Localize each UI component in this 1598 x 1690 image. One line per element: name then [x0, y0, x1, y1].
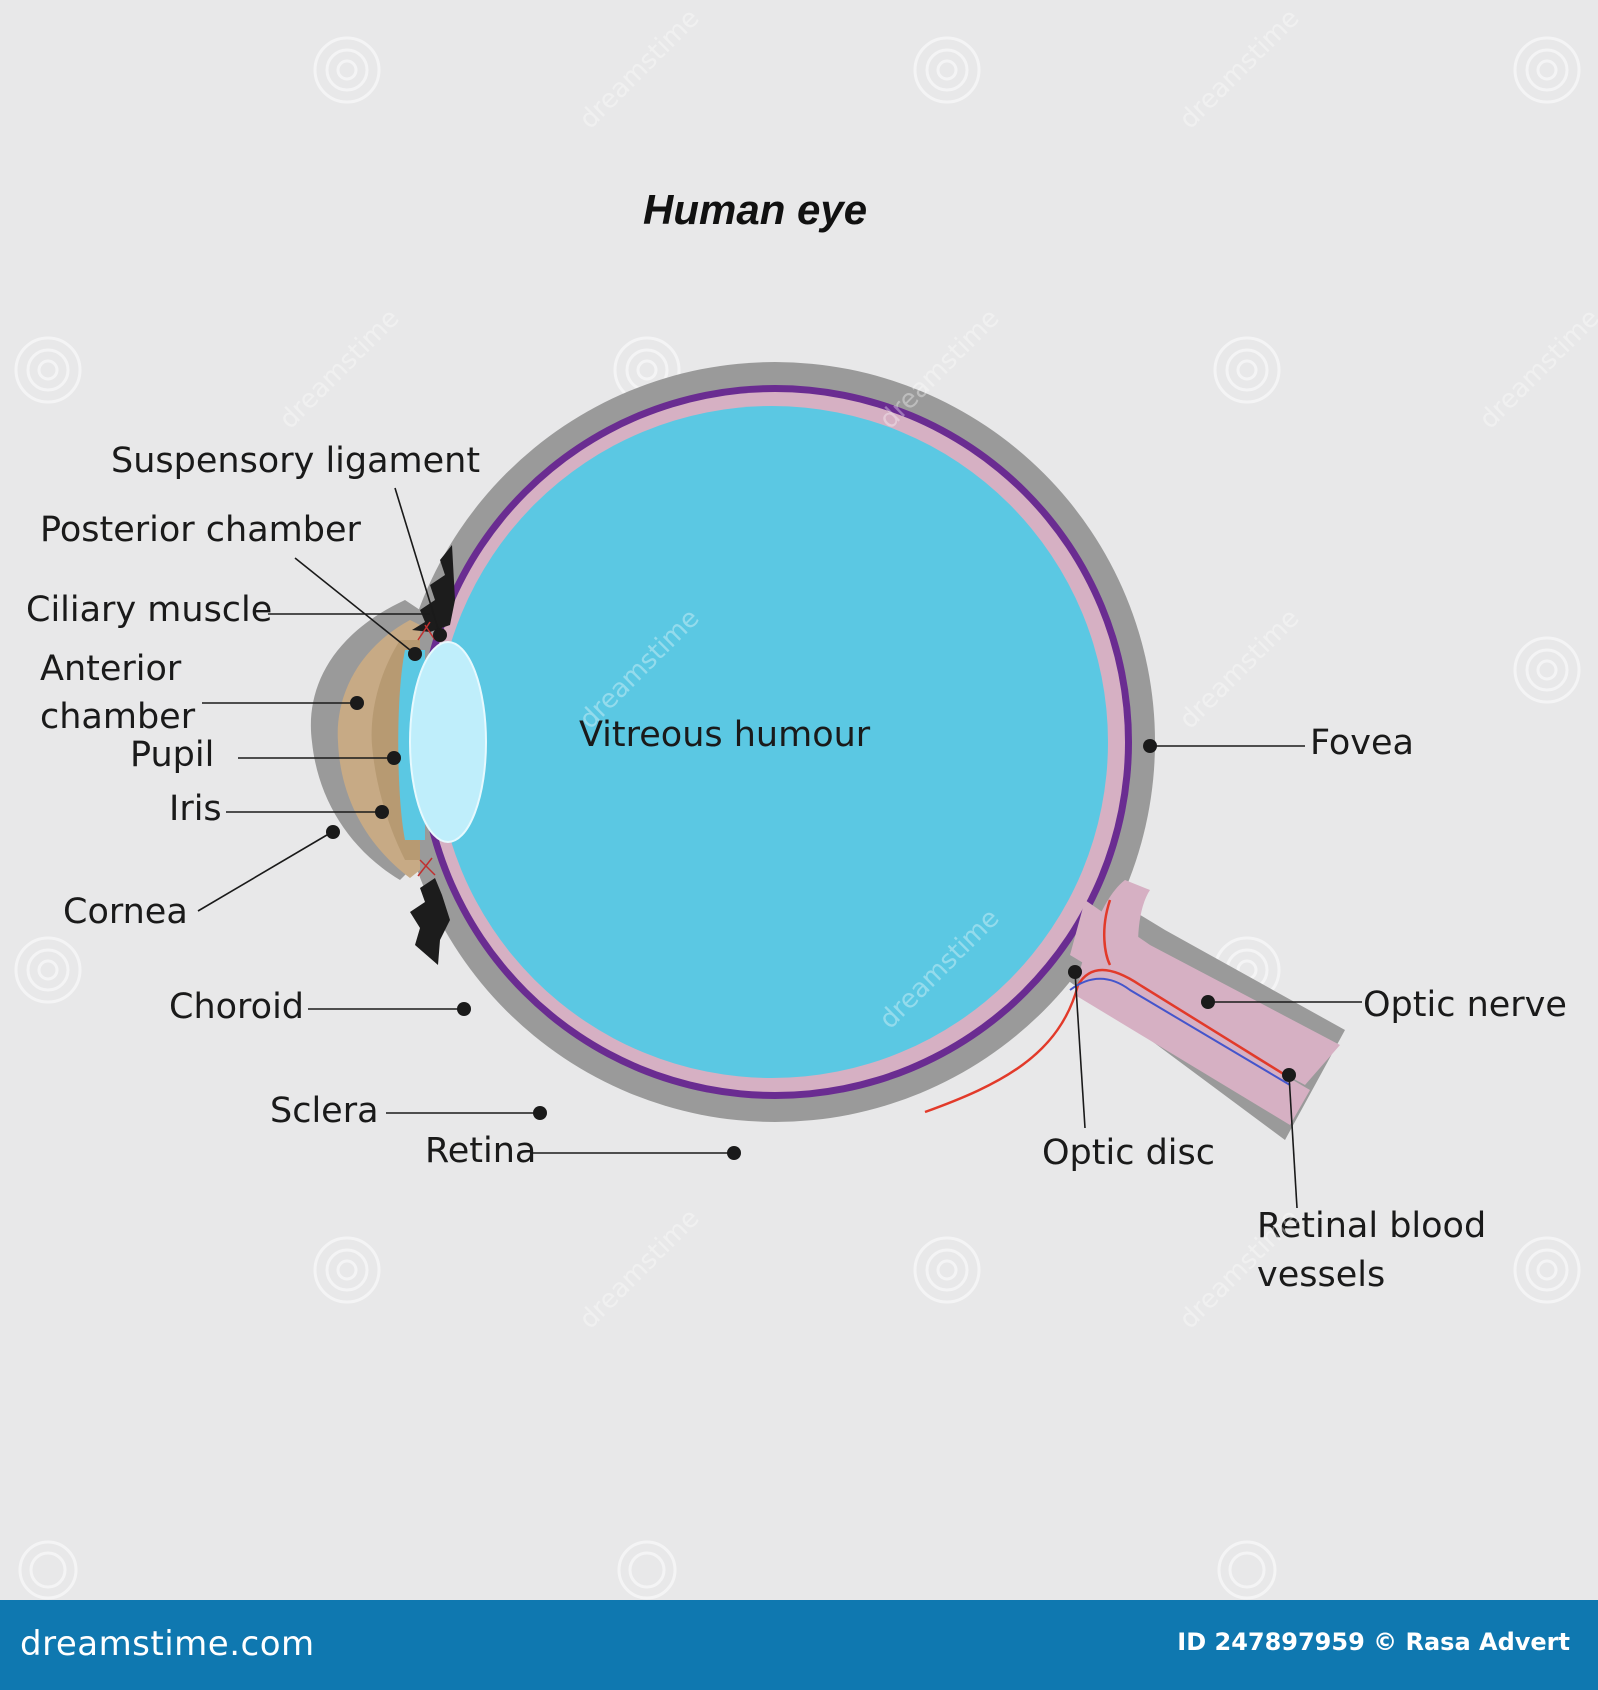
- label-retina: Retina: [425, 1131, 536, 1171]
- watermark-text: dreamstime: [1174, 3, 1306, 135]
- leader-optic-disc: [1074, 971, 1086, 1129]
- label-choroid: Choroid: [169, 987, 304, 1027]
- optic-nerve-lower: [1075, 960, 1310, 1125]
- marker-suspensory-ligament: [433, 628, 447, 642]
- label-vitreous-humour: Vitreous humour: [579, 715, 871, 755]
- label-anterior-chamber-line2: chamber: [40, 697, 196, 737]
- watermark-swirl-icon: [617, 1540, 677, 1600]
- label-anterior-chamber-line1: Anterior: [40, 649, 182, 689]
- watermark-swirl-icon: [313, 36, 381, 104]
- label-sclera: Sclera: [270, 1091, 379, 1131]
- footer-brand: dreamstime.com: [20, 1624, 315, 1664]
- watermark-swirl-icon: [1513, 636, 1581, 704]
- label-pupil: Pupil: [130, 735, 214, 775]
- watermark-footer-bar: dreamstime.com ID 247897959 © Rasa Adver…: [0, 1600, 1598, 1690]
- watermark-swirl-icon: [913, 36, 981, 104]
- diagram-title: Human eye: [643, 186, 867, 233]
- label-cornea: Cornea: [63, 892, 188, 932]
- ciliary-body-lower: [410, 878, 450, 965]
- label-suspensory-ligament: Suspensory ligament: [111, 441, 480, 481]
- marker-optic-disc: [1068, 965, 1082, 979]
- marker-retinal-blood-vessels: [1282, 1068, 1296, 1082]
- eye-anatomy: [310, 362, 1345, 1140]
- watermark-text: dreamstime: [574, 3, 706, 135]
- zonule-fibres-lower: [417, 857, 436, 877]
- marker-choroid: [457, 1002, 471, 1016]
- label-retinal-blood-vessels-line1: Retinal blood: [1257, 1206, 1486, 1246]
- footer-credit: ID 247897959 © Rasa Advert: [1177, 1628, 1570, 1656]
- watermark-text: dreamstime: [1474, 303, 1598, 435]
- label-iris: Iris: [169, 789, 222, 829]
- retinal-artery: [924, 968, 1291, 1114]
- watermark-swirl-icon: [1213, 336, 1281, 404]
- watermark-swirl-icon: [18, 1540, 78, 1600]
- ciliary-body-upper: [412, 545, 455, 632]
- marker-optic-nerve: [1201, 995, 1215, 1009]
- leader-lines: [197, 487, 1362, 1209]
- marker-cornea: [326, 825, 340, 839]
- watermark-swirl-icon: [1513, 36, 1581, 104]
- retinal-artery-branch: [1102, 899, 1112, 966]
- watermark-text: dreamstime: [274, 303, 406, 435]
- eye-diagram-canvas: Human eye: [14, 3, 1598, 1600]
- marker-iris: [375, 805, 389, 819]
- marker-fovea: [1143, 739, 1157, 753]
- watermark-swirl-icon: [14, 936, 82, 1004]
- watermark-swirl-icon: [1513, 1236, 1581, 1304]
- watermark-swirl-icon: [913, 1236, 981, 1304]
- watermark-text: dreamstime: [1174, 603, 1306, 735]
- vitreous-humour-body: [436, 406, 1108, 1078]
- labels: Suspensory ligament Posterior chamber Ci…: [26, 441, 1567, 1295]
- label-optic-nerve: Optic nerve: [1363, 985, 1567, 1025]
- label-fovea: Fovea: [1310, 723, 1414, 763]
- marker-anterior-chamber: [350, 696, 364, 710]
- label-ciliary-muscle: Ciliary muscle: [26, 590, 272, 630]
- watermark-swirl-icon: [14, 336, 82, 404]
- marker-retina: [727, 1146, 741, 1160]
- leader-suspensory-ligament: [394, 487, 441, 636]
- label-posterior-chamber: Posterior chamber: [40, 510, 362, 550]
- leader-retinal-blood-vessels: [1288, 1074, 1298, 1209]
- watermark-swirl-icon: [313, 1236, 381, 1304]
- watermark-text: dreamstime: [574, 1203, 706, 1335]
- leader-posterior-chamber: [294, 557, 416, 655]
- optic-disc-region: [1080, 880, 1150, 975]
- marker-pupil: [387, 751, 401, 765]
- label-optic-disc: Optic disc: [1042, 1133, 1215, 1173]
- zonule-fibres-upper: [417, 621, 436, 641]
- label-retinal-blood-vessels-line2: vessels: [1257, 1255, 1385, 1295]
- leader-cornea: [197, 831, 333, 912]
- watermark-swirl-icon: [1217, 1540, 1277, 1600]
- lens-shape: [409, 641, 487, 843]
- marker-sclera: [533, 1106, 547, 1120]
- marker-posterior-chamber: [408, 647, 422, 661]
